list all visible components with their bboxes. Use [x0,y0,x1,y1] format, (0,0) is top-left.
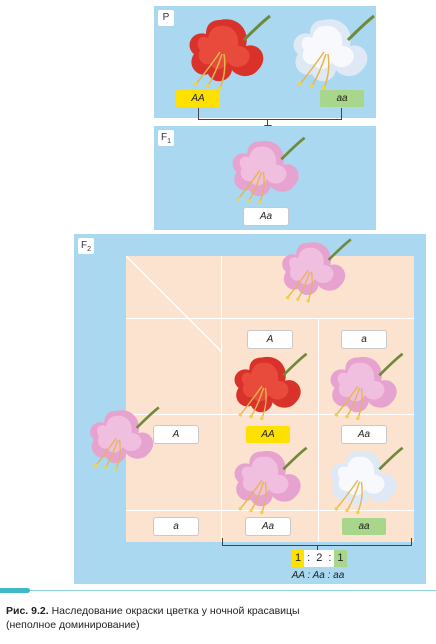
grid-line [126,318,414,319]
red-flower-offspring-icon [233,352,308,422]
pink-flower-offspring-icon [329,352,404,422]
ratio-separator: : [307,552,311,564]
pink-flower-f1-icon [231,136,306,206]
parent-genotype-recessive: aa [320,90,364,107]
parent-genotype-dominant: AA [176,90,220,107]
f2-generation-label: F2 [78,238,94,254]
genotype-ratio: AA : Aa : aa [291,570,345,581]
figure-number: Рис. 9.2. [6,605,49,617]
punnett-diagonal [126,256,222,352]
caption-line1: Наследование окраски цветка у ночной кра… [48,605,300,617]
caption-divider [30,590,436,591]
caption-stripe [0,588,30,593]
ratio-bracket-stem [317,545,318,551]
f1-generation-label: F1 [158,130,174,146]
offspring-genotype-recessive: aa [342,518,386,535]
grid-line [126,414,414,415]
p-generation-panel: P AA aa [154,6,376,118]
pink-flower-offspring-icon [233,446,308,516]
grid-line [318,318,319,542]
ratio-recessive-count: 1 [334,550,347,567]
white-flower-offspring-icon [329,446,404,516]
pink-flower-f1-parent-left-icon [88,406,161,472]
cross-arrow-stem [267,119,268,127]
pink-flower-f1-parent-top-icon [280,238,353,304]
offspring-genotype: Aa [246,518,290,535]
row-gamete: A [154,426,198,443]
ratio-heterozygous-count: 2 [316,552,323,564]
cross-connector [198,108,342,120]
p-generation-label: P [158,10,174,26]
offspring-genotype-dominant: AA [246,426,290,443]
f1-genotype: Aa [244,208,288,225]
column-gamete: a [342,331,386,348]
ratio-separator: : [328,552,332,564]
red-flower-parent-icon [188,14,272,92]
ratio-dominant-count: 1 [292,550,305,567]
offspring-genotype: Aa [342,426,386,443]
caption-line2: (неполное доминирование) [6,619,140,631]
figure-caption: Рис. 9.2. Наследование окраски цветка у … [6,604,426,632]
white-flower-parent-icon [292,14,376,92]
row-gamete: a [154,518,198,535]
grid-line [126,510,414,511]
phenotype-ratio: 1 : 2 : 1 [292,550,347,567]
column-gamete: A [248,331,292,348]
f1-generation-panel: F1 Aa [154,126,376,230]
grid-line [221,256,222,542]
